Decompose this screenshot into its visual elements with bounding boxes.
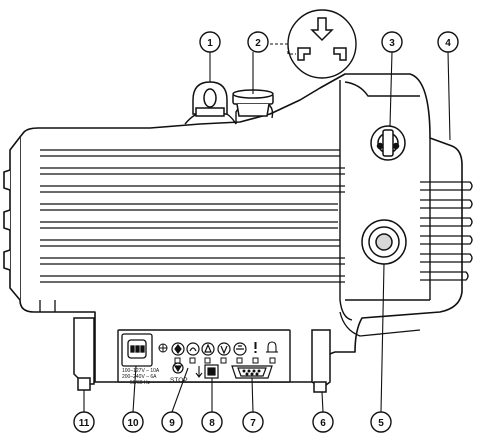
callout-6 xyxy=(312,411,334,433)
callout-5 xyxy=(370,411,392,433)
callout-2 xyxy=(247,31,269,53)
gas-ballast-valve xyxy=(370,125,406,161)
callout-4 xyxy=(437,31,459,53)
callout-7 xyxy=(242,411,264,433)
callout-label-7: 7 xyxy=(250,418,256,429)
exhaust-detail-inset xyxy=(287,9,357,79)
status-led-icon xyxy=(171,342,247,356)
inset-leader xyxy=(270,43,296,55)
callout-label-2: 2 xyxy=(255,38,261,49)
pump-feet xyxy=(73,317,331,393)
voltage-line-2: 200–240V – 6A xyxy=(122,374,157,380)
callout-label-11: 11 xyxy=(79,418,90,429)
power-inlet-icon xyxy=(121,333,153,367)
callout-label-4: 4 xyxy=(445,38,451,49)
callout-3 xyxy=(381,31,403,53)
callout-leaders xyxy=(83,51,451,413)
callout-label-6: 6 xyxy=(320,418,326,429)
callout-circles xyxy=(73,31,459,433)
serial-port-icon xyxy=(231,365,273,379)
voltage-line-1: 100–127V – 10A xyxy=(122,368,160,374)
end-cover xyxy=(339,80,431,321)
frequency-label: 50/60 Hz xyxy=(130,380,151,386)
stop-button xyxy=(172,362,184,374)
warning-icon xyxy=(254,342,257,353)
inlet-port xyxy=(361,219,407,265)
callout-labels: 1 2 3 4 5 6 7 8 9 10 11 xyxy=(79,38,452,429)
exhaust-port xyxy=(232,89,274,117)
callout-label-3: 3 xyxy=(389,38,395,49)
callout-10 xyxy=(122,411,144,433)
arrow-down-icon xyxy=(195,366,203,378)
lifting-eye xyxy=(192,81,228,117)
callout-label-8: 8 xyxy=(209,418,215,429)
usb-port-icon xyxy=(204,364,219,379)
callout-9 xyxy=(161,411,183,433)
ground-symbol-icon xyxy=(158,343,168,353)
callout-label-10: 10 xyxy=(127,418,139,429)
bottom-edge xyxy=(39,300,421,337)
led-indicators xyxy=(174,357,276,364)
cooling-fins xyxy=(40,149,473,283)
callout-8 xyxy=(201,411,223,433)
callout-1 xyxy=(199,31,221,53)
stop-label: STOP xyxy=(170,377,188,384)
callout-11 xyxy=(73,411,95,433)
callout-label-1: 1 xyxy=(207,38,213,49)
alarm-bell-icon xyxy=(266,341,278,353)
callout-label-5: 5 xyxy=(378,418,384,429)
callout-label-9: 9 xyxy=(169,418,175,429)
